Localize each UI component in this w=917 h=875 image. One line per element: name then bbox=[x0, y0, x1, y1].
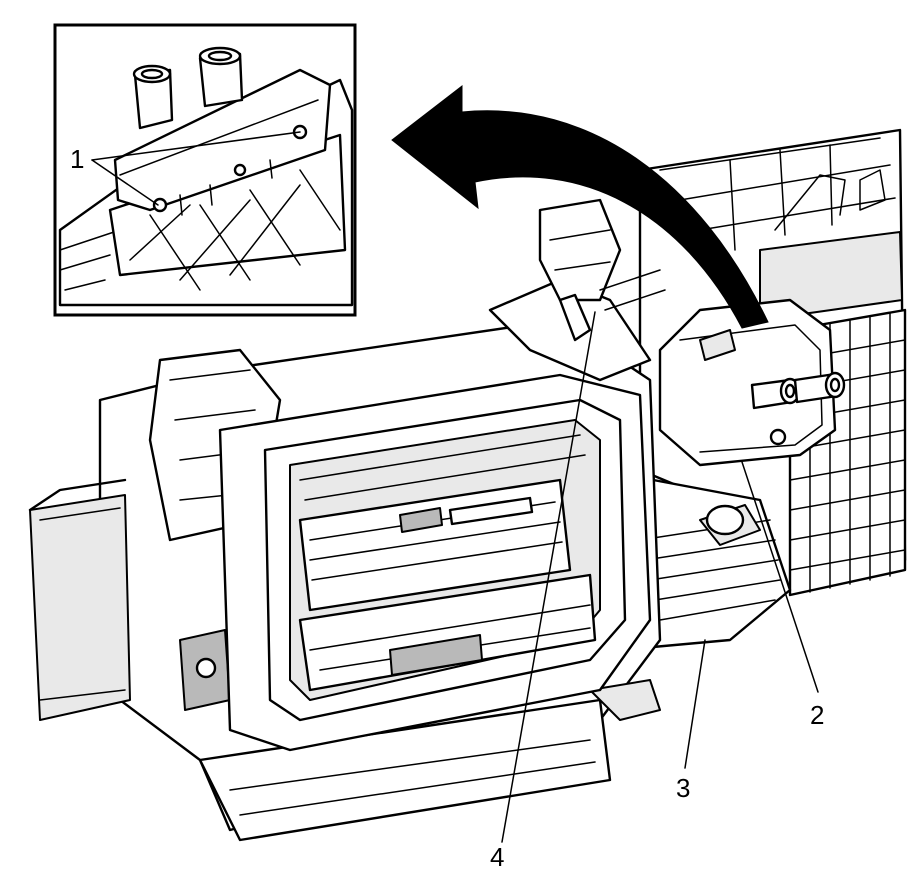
heater-core-pipe-2 bbox=[793, 371, 846, 404]
leader-line-1a bbox=[91, 159, 159, 206]
leader-line-3 bbox=[684, 639, 706, 769]
leader-line-4 bbox=[501, 311, 596, 843]
callout-3: 3 bbox=[676, 773, 690, 803]
leader-line-1b bbox=[91, 131, 301, 161]
evaporator-frame bbox=[218, 373, 652, 752]
leader-lines bbox=[91, 131, 819, 843]
removal-direction-arrow bbox=[391, 84, 769, 329]
callout-4: 4 bbox=[490, 842, 504, 872]
heater-core-pipe-1 bbox=[750, 377, 801, 410]
callout-1: 1 bbox=[70, 144, 84, 174]
heater-core-cover bbox=[658, 298, 846, 467]
top-bracket bbox=[488, 198, 666, 382]
callout-2: 2 bbox=[810, 700, 824, 730]
detail-inset bbox=[53, 23, 357, 317]
leader-line-2 bbox=[741, 461, 819, 693]
